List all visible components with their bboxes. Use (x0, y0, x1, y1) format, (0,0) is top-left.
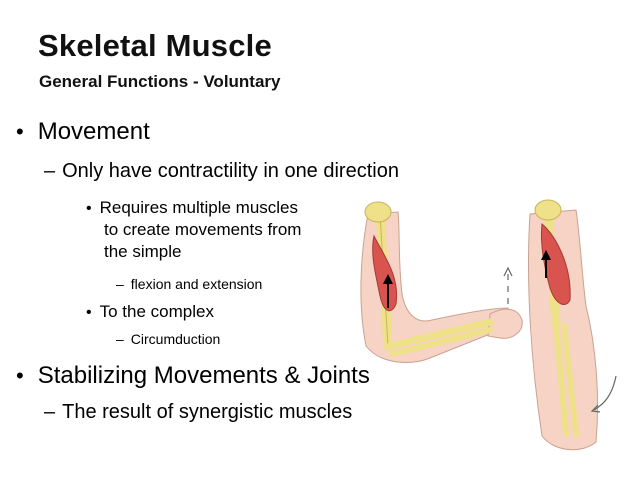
point-requires: • Requires multiple muscles (86, 197, 298, 220)
bullet-stabilizing-text: Stabilizing Movements & Joints (37, 362, 370, 389)
sub-bullet-contractility-text: Only have contractility in one direction (62, 160, 399, 182)
bullet-stabilizing: • Stabilizing Movements & Joints (16, 362, 370, 390)
point-requires-line-1: Requires multiple muscles (99, 198, 299, 217)
point-complex-text: To the complex (99, 302, 214, 321)
dash-marker: – (116, 331, 124, 347)
dash-marker: – (44, 401, 56, 423)
slide-subtitle: General Functions - Voluntary (39, 72, 281, 91)
subpoint-circumduction: –Circumduction (116, 331, 220, 347)
extended-arm-illustration (528, 199, 617, 451)
point-complex: • To the complex (86, 301, 214, 324)
bullet-marker: • (16, 363, 24, 388)
sub-bullet-contractility: –Only have contractility in one directio… (44, 160, 399, 183)
dash-marker: – (116, 276, 124, 292)
bullet-marker: • (86, 200, 92, 217)
sub-bullet-synergistic-text: The result of synergistic muscles (62, 401, 353, 423)
bullet-movement: • Movement (16, 118, 150, 146)
subpoint-circumduction-text: Circumduction (130, 331, 221, 347)
bullet-marker: • (86, 304, 92, 321)
subpoint-flexion-text: flexion and extension (130, 276, 263, 292)
dash-marker: – (44, 160, 56, 182)
point-requires-line-3: the simple (104, 242, 182, 261)
flexed-arm-illustration (360, 201, 523, 363)
bullet-movement-text: Movement (37, 118, 150, 145)
subpoint-flexion: –flexion and extension (116, 276, 262, 292)
bullet-marker: • (16, 119, 24, 144)
slide-title: Skeletal Muscle (38, 28, 272, 63)
point-requires-line-2: to create movements from (104, 220, 302, 239)
sub-bullet-synergistic: –The result of synergistic muscles (44, 401, 352, 424)
